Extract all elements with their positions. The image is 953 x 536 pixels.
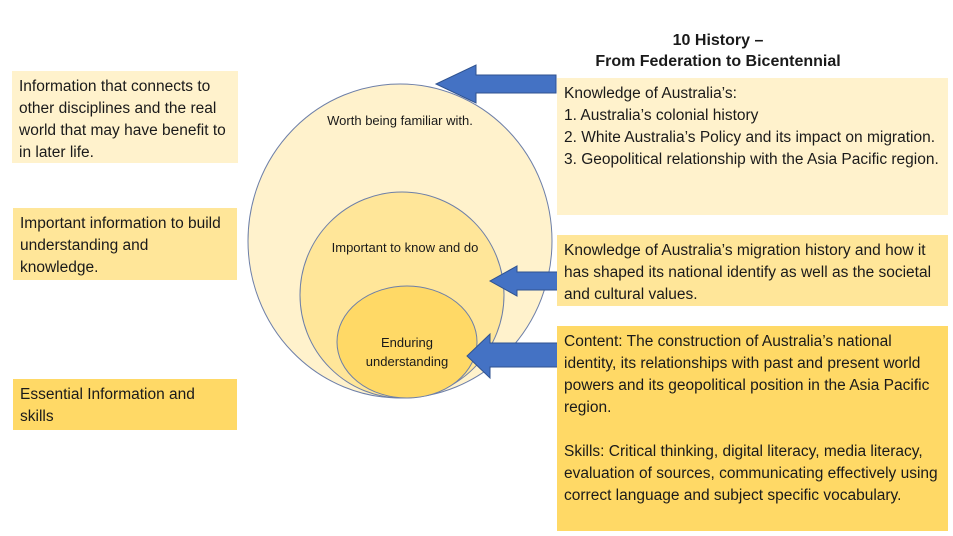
right-box-important: Knowledge of Australia’s migration histo… — [557, 235, 948, 306]
title-line2: From Federation to Bicentennial — [595, 53, 841, 70]
enduring-content: Content: The construction of Australia’s… — [564, 333, 930, 416]
page-title: 10 History – From Federation to Bicenten… — [560, 30, 876, 72]
left-box-familiar: Information that connects to other disci… — [12, 71, 238, 163]
inner-label-line1: Enduring — [380, 335, 434, 350]
inner-circle-label: Enduring understanding — [337, 333, 477, 371]
arrow-familiar — [434, 64, 557, 104]
right-box-enduring: Content: The construction of Australia’s… — [557, 326, 948, 531]
left-box-essential: Essential Information and skills — [13, 379, 237, 430]
right-box-familiar: Knowledge of Australia’s: 1. Australia’s… — [557, 78, 948, 215]
middle-circle-label: Important to know and do — [331, 240, 479, 255]
outer-circle-label: Worth being familiar with. — [327, 113, 473, 128]
title-line1: 10 History – — [672, 32, 764, 49]
enduring-skills: Skills: Critical thinking, digital liter… — [564, 443, 938, 504]
familiar-item: 1. Australia’s colonial history — [564, 107, 759, 124]
left-box-important: Important information to build understan… — [13, 208, 237, 280]
arrow-enduring — [466, 332, 559, 380]
familiar-item: 3. Geopolitical relationship with the As… — [564, 151, 939, 168]
familiar-heading: Knowledge of Australia’s: — [564, 85, 737, 102]
arrow-important — [488, 265, 559, 297]
inner-circle — [336, 285, 478, 399]
familiar-item: 2. White Australia’s Policy and its impa… — [564, 129, 936, 146]
inner-label-line2: understanding — [365, 354, 449, 369]
